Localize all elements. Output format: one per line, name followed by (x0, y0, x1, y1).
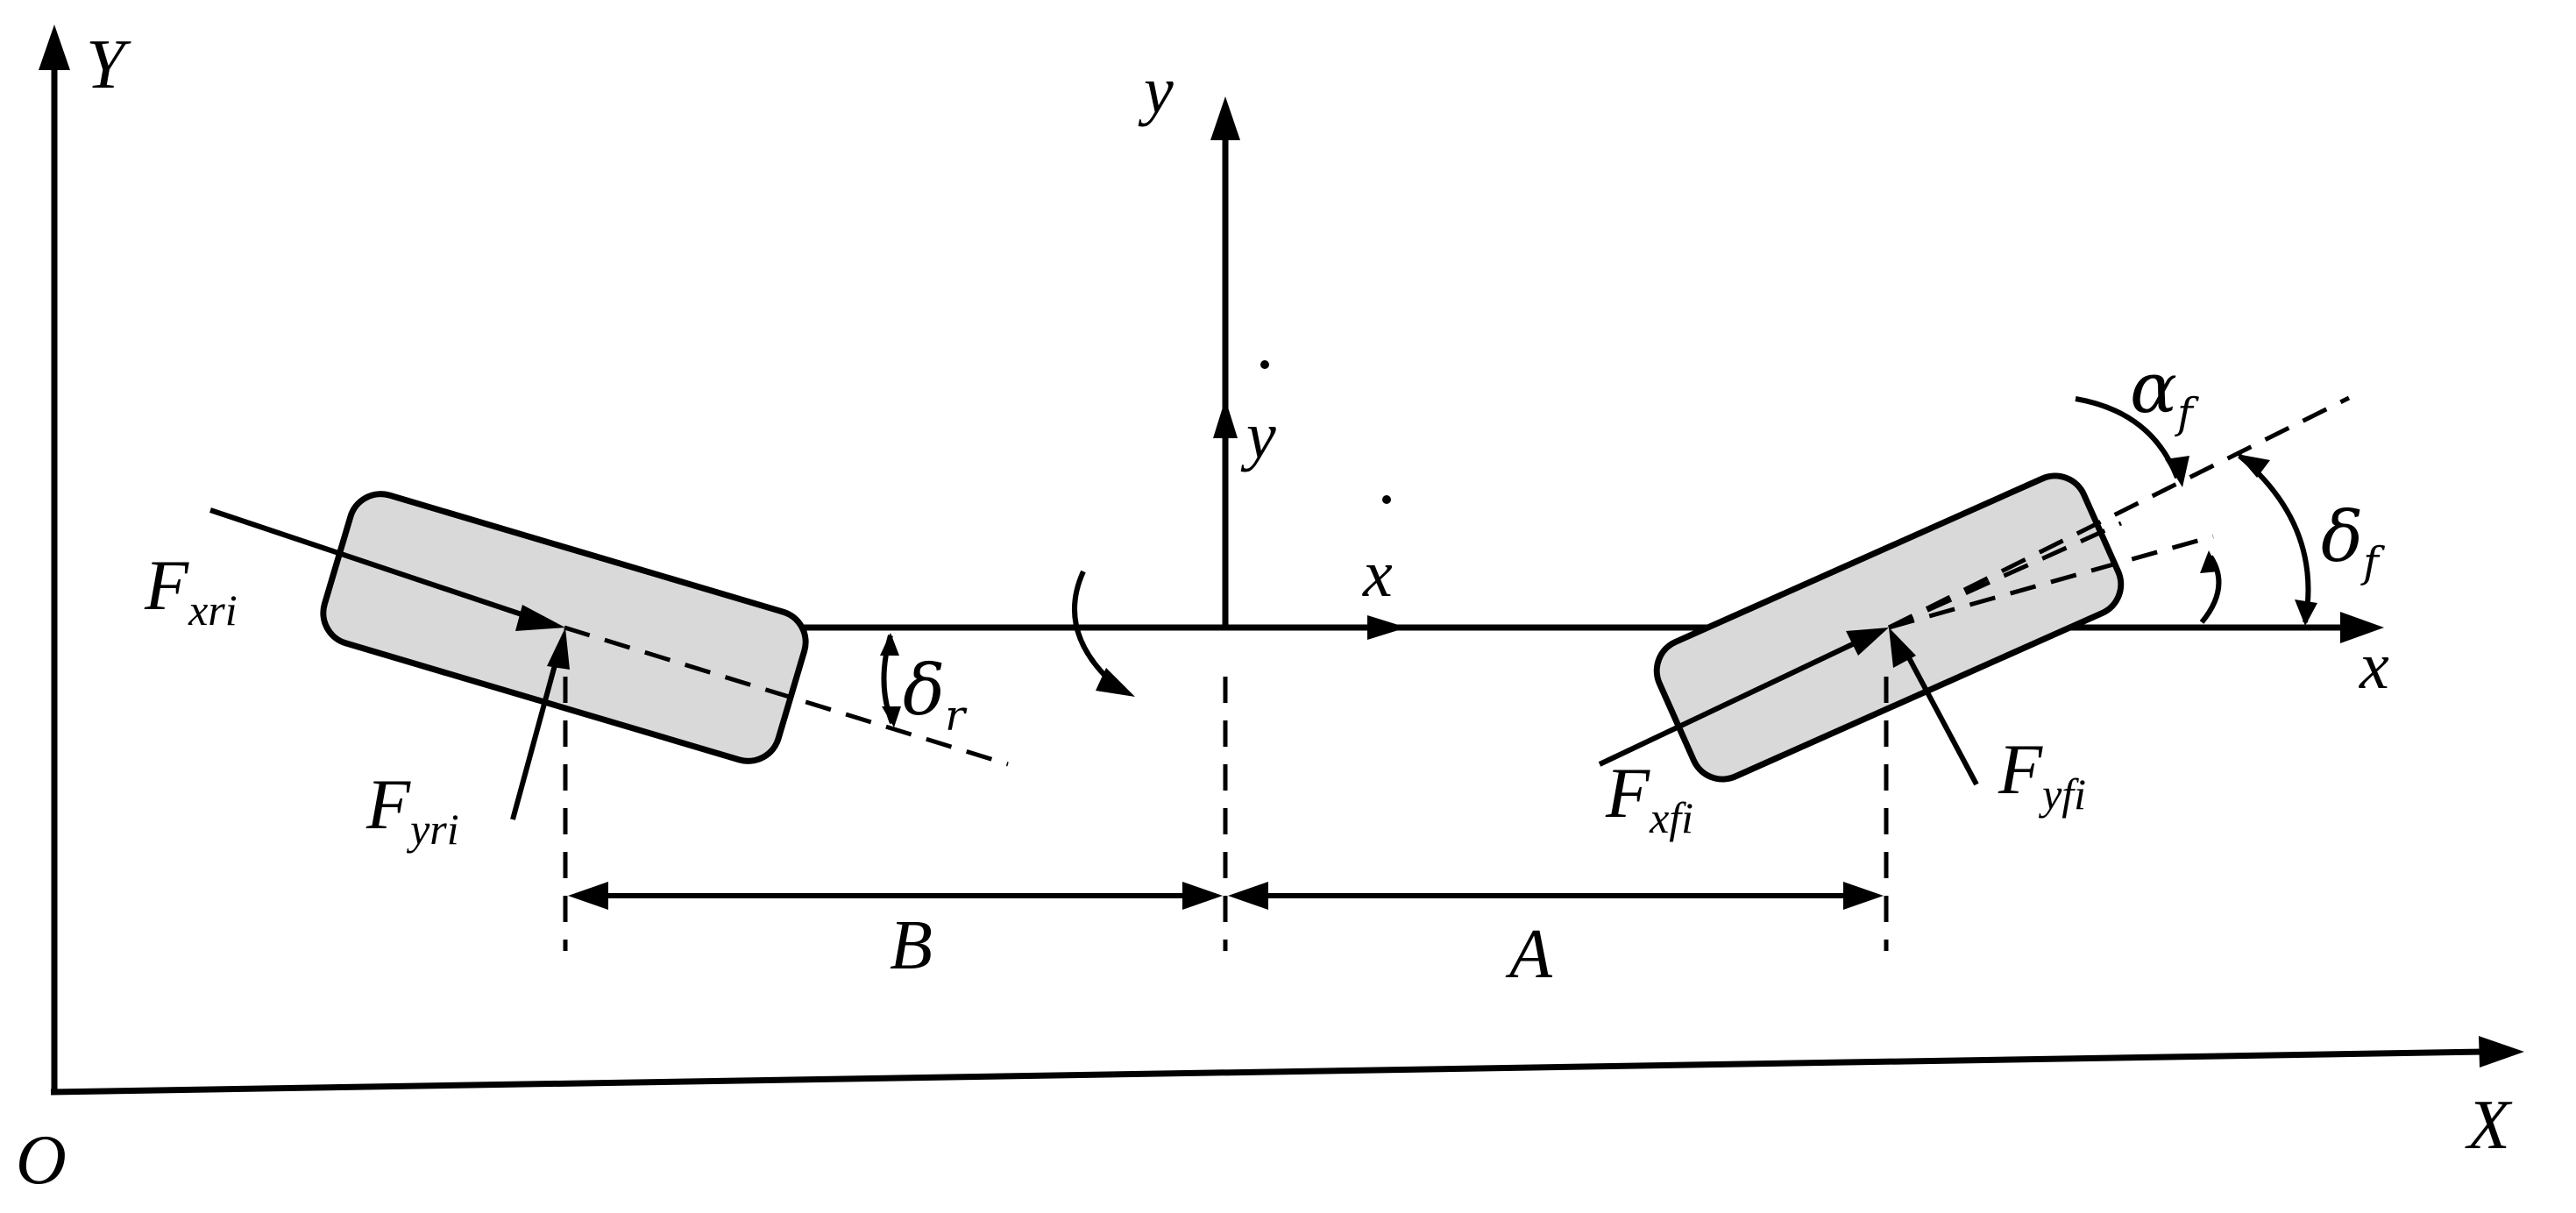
rear-steer-angle-label: δr (903, 649, 968, 741)
global-y-axis-label: Y (86, 26, 131, 103)
global-y-axis-arrowhead (39, 25, 70, 70)
rear-distance-arrow-left (568, 882, 608, 910)
rear-distance-label: B (890, 907, 933, 984)
front-lateral-force-arrow (1904, 651, 1979, 786)
x-velocity-arrowhead (1367, 615, 1407, 640)
front-longitudinal-force-arrowhead (1846, 628, 1889, 656)
front-slip-angle-label: αf (2130, 347, 2199, 438)
x-velocity-dot (1382, 495, 1391, 504)
rear-tire-centerline (564, 625, 1009, 767)
rear-lateral-force-label: Fyri (365, 764, 459, 854)
y-velocity-arrowhead (1213, 399, 1238, 438)
labels: Y X O y x y x Fxri Fyri Fxfi Fyfi δr δf … (16, 26, 2513, 1199)
global-x-axis-label: X (2465, 1087, 2513, 1164)
front-steer-angle-label: δf (2321, 496, 2385, 587)
rear-longitudinal-force-arrowhead (515, 605, 565, 631)
angle-arcs (880, 396, 2317, 727)
front-steer-angle-arc-head-bottom (2295, 599, 2317, 626)
y-velocity-label: y (1240, 399, 1276, 472)
front-longitudinal-force-label: Fxfi (1605, 753, 1693, 842)
dimension-lines (563, 677, 1889, 951)
local-x-axis-label: x (2359, 629, 2389, 703)
rear-lateral-force-arrow (510, 655, 560, 820)
rear-lateral-force-arrowhead (547, 628, 570, 670)
front-slip-angle-arc-head (2165, 456, 2189, 487)
origin-label: O (16, 1122, 67, 1199)
rear-steer-angle-arc-head-bottom (882, 706, 901, 727)
rear-steer-angle-arc-head-top (880, 633, 899, 656)
yaw-rate-arrow (1072, 570, 1116, 686)
yaw-rate-arrowhead (1096, 668, 1135, 697)
front-velocity-direction-line (1887, 395, 2351, 630)
front-distance-label: A (1505, 916, 1553, 993)
front-inner-angle-arc-head (2200, 550, 2219, 573)
front-distance-arrow-left (1228, 882, 1268, 910)
x-velocity-label: x (1362, 537, 1393, 611)
global-x-axis-line (50, 1048, 2486, 1096)
front-steer-angle-arc-head-top (2237, 454, 2270, 478)
local-y-axis-arrowhead (1210, 96, 1240, 140)
rear-longitudinal-force-arrow (209, 507, 536, 621)
rear-distance-arrow-right (1182, 882, 1223, 910)
local-x-axis-arrowhead (2340, 612, 2384, 643)
force-arrows (209, 507, 1979, 820)
front-lateral-force-label: Fyfi (1998, 729, 2086, 819)
global-x-axis-arrowhead (2479, 1036, 2524, 1068)
y-velocity-dot (1260, 360, 1269, 369)
front-inner-reference-line (1888, 534, 2214, 630)
rear-longitudinal-force-label: Fxri (144, 545, 238, 635)
front-distance-arrow-right (1843, 882, 1884, 910)
front-steer-angle-arc (2238, 453, 2311, 623)
front-lateral-force-arrowhead (1889, 628, 1916, 668)
global-axes (39, 25, 2524, 1096)
front-longitudinal-force-arrow (1598, 639, 1860, 767)
local-y-axis-label: y (1138, 53, 1174, 127)
